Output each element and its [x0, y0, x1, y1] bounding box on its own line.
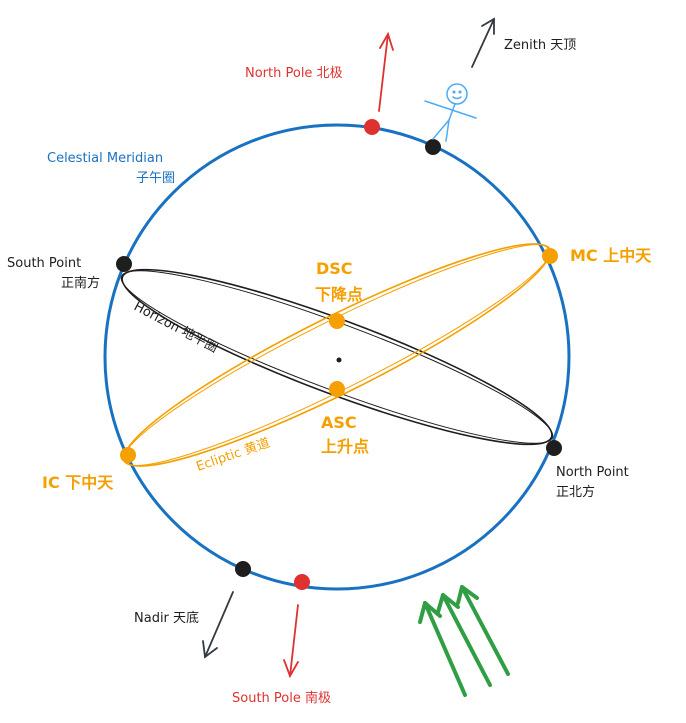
- dsc-label: DSC: [316, 259, 353, 278]
- south-pole-arrow: [283, 604, 299, 679]
- north-pole-dot: [364, 119, 380, 135]
- mc-label: MC 上中天: [570, 246, 652, 265]
- green-arrows-icon: [418, 585, 510, 697]
- nadir-label: Nadir 天底: [134, 610, 199, 626]
- ic-label: IC 下中天: [42, 473, 114, 492]
- north-point-label: North Point: [556, 465, 629, 480]
- north-pole-arrow: [378, 31, 394, 112]
- zenith-label: Zenith 天顶: [504, 38, 576, 53]
- north-pole-label: North Pole 北极: [245, 66, 343, 81]
- mc-dot: [542, 248, 558, 264]
- south-point-dot: [116, 256, 132, 272]
- south-point-zh-label: 正南方: [61, 275, 100, 291]
- celestial-meridian-circle: [103, 123, 571, 591]
- north-point-zh-label: 正北方: [556, 484, 595, 500]
- asc-zh-label: 上升点: [321, 437, 369, 456]
- horizon-label: Horizon 地平圈: [131, 299, 220, 356]
- celestial-meridian-zh-label: 子午圈: [136, 171, 175, 186]
- nadir-dot: [235, 561, 251, 577]
- ic-dot: [120, 447, 136, 463]
- horizon-circle: [120, 268, 554, 446]
- south-point-label: South Point: [7, 256, 81, 271]
- north-point-dot: [546, 440, 562, 456]
- dsc-dot: [329, 313, 345, 329]
- asc-label: ASC: [321, 413, 357, 432]
- zenith-arrow: [471, 17, 495, 68]
- dsc-zh-label: 下降点: [315, 285, 363, 304]
- observer-center-dot: [336, 357, 342, 363]
- south-pole-dot: [294, 574, 310, 590]
- nadir-arrow: [202, 591, 234, 659]
- celestial-meridian-label: Celestial Meridian: [47, 151, 163, 166]
- asc-dot: [329, 381, 345, 397]
- south-pole-label: South Pole 南极: [232, 690, 331, 706]
- observer-stick-figure-icon: [424, 83, 477, 142]
- zenith-dot: [425, 139, 441, 155]
